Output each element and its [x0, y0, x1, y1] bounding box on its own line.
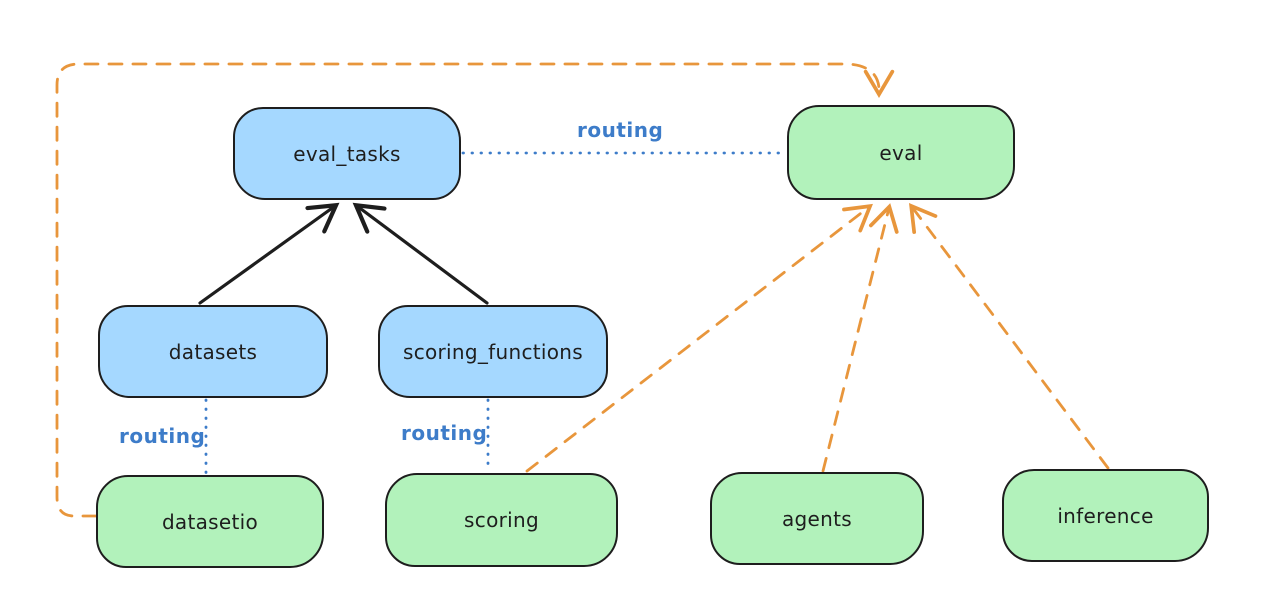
node-datasetio-label: datasetio [161, 509, 259, 534]
edge-agents-to-eval [821, 203, 899, 473]
routing-label-datasets-datasetio: routing [119, 424, 206, 448]
node-agents: agents [710, 472, 924, 565]
node-eval-tasks-label: eval_tasks [293, 141, 401, 166]
node-scoring-functions-label: scoring_functions [402, 339, 584, 364]
node-scoring-functions: scoring_functions [378, 305, 608, 398]
node-eval-label: eval [879, 140, 923, 165]
edge-datasetio-to-eval [55, 62, 895, 518]
routing-label-scoring-functions-scoring: routing [401, 421, 488, 445]
routing-label-eval-tasks-eval: routing [577, 118, 664, 142]
edge-scoring-functions-to-eval-tasks [352, 202, 489, 305]
node-datasets-label: datasets [168, 339, 258, 364]
node-eval: eval [787, 105, 1015, 200]
node-inference: inference [1002, 469, 1209, 562]
node-scoring-label: scoring [464, 508, 539, 532]
node-agents-label: agents [782, 506, 852, 531]
node-scoring: scoring [385, 473, 618, 567]
node-eval-tasks: eval_tasks [233, 107, 461, 200]
node-inference-label: inference [1057, 503, 1154, 528]
node-datasets: datasets [98, 305, 328, 398]
node-datasetio: datasetio [96, 475, 324, 568]
edge-scoring-to-eval [525, 203, 873, 473]
edge-datasets-to-eval-tasks [198, 202, 340, 305]
edge-inference-to-eval [908, 202, 1110, 470]
